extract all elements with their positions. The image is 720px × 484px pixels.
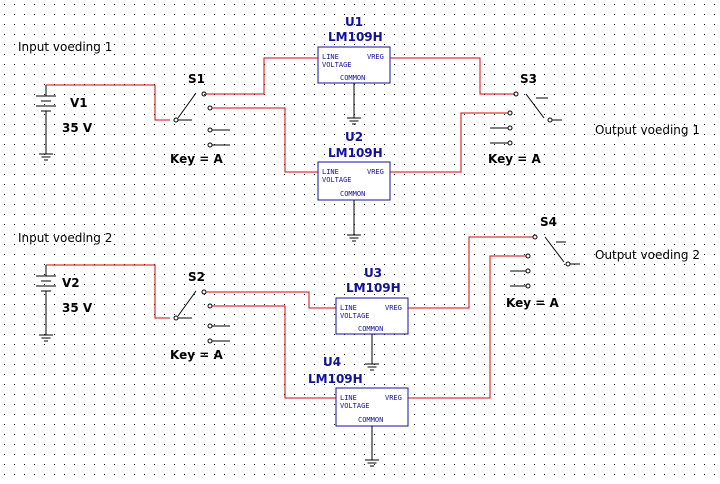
s3-name: S3 bbox=[520, 72, 537, 86]
u2-pin-common: COMMON bbox=[340, 190, 365, 198]
wire-v1-s1[interactable] bbox=[46, 84, 170, 121]
wire-u2-s3[interactable] bbox=[390, 112, 508, 173]
output-label-1: Output voeding 1 bbox=[595, 123, 700, 137]
u2-pin-voltage: VOLTAGE bbox=[322, 176, 352, 184]
s1-key: Key = A bbox=[170, 152, 223, 166]
s4-key: Key = A bbox=[506, 296, 559, 310]
u3-pin-common: COMMON bbox=[358, 325, 383, 333]
u4-pin-line: LINE bbox=[340, 394, 357, 402]
s2-name: S2 bbox=[188, 270, 205, 284]
wire-u1-s3[interactable] bbox=[390, 57, 514, 95]
wire-s2-u3[interactable] bbox=[206, 291, 336, 309]
u3-ref: U3 bbox=[364, 266, 382, 280]
wire-s1-u1[interactable] bbox=[206, 57, 318, 95]
u2-pin-line: LINE bbox=[322, 168, 339, 176]
input-label-2: Input voeding 2 bbox=[18, 231, 112, 245]
u2-pin-vreg: VREG bbox=[367, 168, 384, 176]
u2-ref: U2 bbox=[345, 130, 363, 144]
u1-pin-common: COMMON bbox=[340, 74, 365, 82]
u3-part: LM109H bbox=[346, 281, 401, 295]
v2-name: V2 bbox=[62, 276, 80, 290]
u3-pin-vreg: VREG bbox=[385, 304, 402, 312]
v1-name: V1 bbox=[70, 96, 88, 110]
u4-pin-common: COMMON bbox=[358, 416, 383, 424]
v2-value: 35 V bbox=[62, 301, 93, 315]
u4-ref: U4 bbox=[323, 355, 341, 369]
u1-ref: U1 bbox=[345, 15, 363, 29]
wire-s2-u4[interactable] bbox=[212, 305, 336, 399]
switch-s2[interactable] bbox=[173, 289, 230, 344]
battery-v2[interactable] bbox=[36, 265, 56, 342]
switch-s4[interactable] bbox=[510, 234, 580, 289]
u4-part: LM109H bbox=[308, 372, 363, 386]
wire-u4-s4[interactable] bbox=[408, 255, 526, 399]
output-label-2: Output voeding 2 bbox=[595, 248, 700, 262]
battery-v1[interactable] bbox=[36, 85, 56, 161]
u4-pin-vreg: VREG bbox=[385, 394, 402, 402]
s4-name: S4 bbox=[540, 215, 557, 229]
u1-pin-line: LINE bbox=[322, 53, 339, 61]
s3-key: Key = A bbox=[488, 152, 541, 166]
input-label-1: Input voeding 1 bbox=[18, 40, 112, 54]
u3-pin-line: LINE bbox=[340, 304, 357, 312]
u2-part: LM109H bbox=[328, 146, 383, 160]
regulator-u2[interactable]: LINE VREG VOLTAGE COMMON bbox=[317, 161, 391, 242]
u4-pin-voltage: VOLTAGE bbox=[340, 402, 370, 410]
regulator-u1[interactable]: LINE VREG VOLTAGE COMMON bbox=[317, 46, 391, 125]
u1-pin-vreg: VREG bbox=[367, 53, 384, 61]
regulator-u4[interactable]: LINE VREG VOLTAGE COMMON bbox=[335, 387, 409, 467]
wire-v2-s2[interactable] bbox=[46, 264, 170, 319]
wire-u3-s4[interactable] bbox=[408, 236, 533, 309]
u1-part: LM109H bbox=[328, 30, 383, 44]
v1-value: 35 V bbox=[62, 121, 93, 135]
switch-s3[interactable] bbox=[490, 91, 562, 146]
s1-name: S1 bbox=[188, 72, 205, 86]
u1-pin-voltage: VOLTAGE bbox=[322, 61, 352, 69]
regulator-u3[interactable]: LINE VREG VOLTAGE COMMON bbox=[335, 297, 409, 371]
wire-s1-u2[interactable] bbox=[212, 107, 318, 173]
s2-key: Key = A bbox=[170, 348, 223, 362]
u3-pin-voltage: VOLTAGE bbox=[340, 312, 370, 320]
